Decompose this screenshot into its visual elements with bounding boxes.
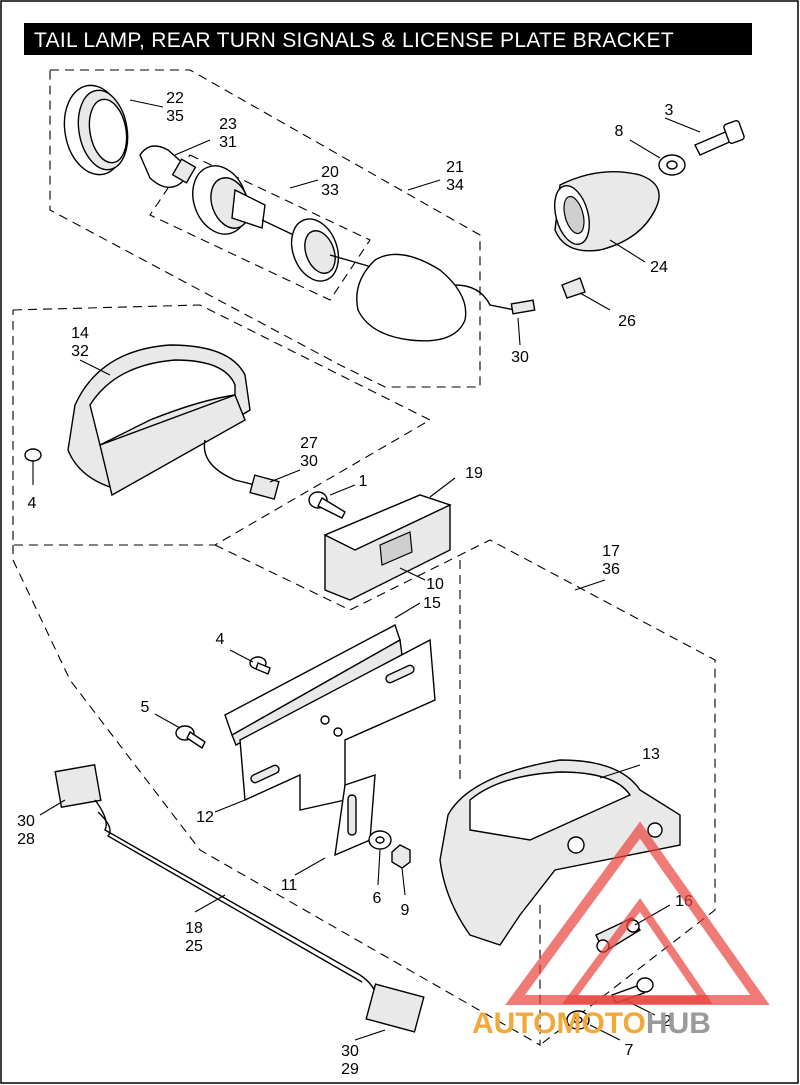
lens-ring-part [63, 84, 129, 176]
svg-text:30: 30 [511, 349, 529, 366]
callout-11: 11 [281, 877, 298, 894]
svg-text:21: 21 [446, 159, 464, 176]
svg-text:30: 30 [17, 813, 35, 830]
washer-7-part [566, 1010, 590, 1030]
svg-text:13: 13 [642, 746, 660, 763]
svg-text:6: 6 [373, 890, 382, 907]
svg-text:28: 28 [17, 831, 35, 848]
svg-text:34: 34 [446, 177, 464, 194]
svg-text:29: 29 [341, 1061, 359, 1078]
callout-5: 5 [141, 699, 150, 716]
callout-10: 10 [426, 576, 444, 593]
watermark-triangle-inner [562, 898, 713, 1004]
diagram-title: TAIL LAMP, REAR TURN SIGNALS & LICENSE P… [34, 29, 674, 52]
screw-4-mid-part [249, 656, 271, 675]
watermark-logo-text: AUTOMOTOHUB [472, 1007, 711, 1040]
svg-text:11: 11 [281, 877, 298, 894]
svg-text:36: 36 [602, 561, 620, 578]
svg-text:9: 9 [401, 902, 410, 919]
callout-13: 13 [642, 746, 660, 763]
screw-4-upper-part [24, 448, 42, 470]
callout-7: 7 [625, 1042, 634, 1059]
socket-part [192, 165, 376, 282]
callout-3: 3 [665, 102, 674, 119]
washer-6-part [368, 830, 392, 850]
svg-text:12: 12 [196, 809, 214, 826]
turn-signal-housing-part [356, 253, 536, 342]
svg-text:25: 25 [185, 938, 203, 955]
svg-text:26: 26 [618, 313, 636, 330]
callout-19: 19 [465, 465, 483, 482]
leader-lines [32, 99, 701, 1041]
washer-8-part [658, 154, 686, 176]
svg-text:7: 7 [625, 1042, 634, 1059]
screw-1-part [308, 491, 346, 519]
callout-12: 12 [196, 809, 214, 826]
callout-24: 24 [650, 259, 668, 276]
callout-8: 8 [615, 123, 624, 140]
svg-text:8: 8 [615, 123, 624, 140]
svg-text:32: 32 [71, 343, 89, 360]
group-outlines [12, 69, 716, 1046]
svg-text:2: 2 [663, 1013, 672, 1030]
svg-text:18: 18 [185, 920, 203, 937]
lamp-housing-13-part [439, 759, 681, 946]
svg-text:4: 4 [28, 495, 37, 512]
callout-6: 6 [373, 890, 382, 907]
callout-15: 15 [423, 595, 441, 612]
svg-text:23: 23 [219, 116, 237, 133]
screw-5-part [175, 725, 206, 750]
callout-4-mid: 4 [216, 631, 225, 648]
svg-text:19: 19 [465, 465, 483, 482]
connector-26-part [561, 277, 586, 299]
svg-text:14: 14 [71, 325, 89, 342]
screw-3-part [694, 120, 745, 156]
lamp-bracket-15-part [224, 623, 403, 746]
callout-4-upper: 4 [28, 495, 37, 512]
callout-26: 26 [618, 313, 636, 330]
svg-text:20: 20 [321, 164, 339, 181]
svg-text:10: 10 [426, 576, 444, 593]
svg-text:27: 27 [300, 435, 318, 452]
callout-2: 2 [663, 1013, 672, 1030]
callout-30-upper: 30 [511, 349, 529, 366]
svg-text:3: 3 [665, 102, 674, 119]
svg-text:22: 22 [166, 90, 184, 107]
automotohub-watermark: AUTOMOTOHUB [472, 821, 770, 1040]
title-bar [24, 23, 752, 55]
svg-text:30: 30 [341, 1043, 359, 1060]
svg-text:30: 30 [300, 453, 318, 470]
nut-9-part [391, 844, 411, 869]
svg-text:1: 1 [359, 473, 368, 490]
callout-9: 9 [401, 902, 410, 919]
svg-text:17: 17 [602, 543, 620, 560]
mount-block-part [323, 494, 452, 601]
bulb-part [139, 145, 197, 188]
svg-text:33: 33 [321, 182, 339, 199]
callout-1: 1 [359, 473, 368, 490]
tail-lamp-part [67, 344, 280, 500]
svg-text:4: 4 [216, 631, 225, 648]
svg-text:15: 15 [423, 595, 441, 612]
rear-turn-signal-part [554, 171, 660, 252]
svg-text:35: 35 [166, 108, 184, 125]
svg-text:5: 5 [141, 699, 150, 716]
wiring-harness-part [54, 763, 425, 1033]
svg-text:31: 31 [219, 134, 237, 151]
svg-text:24: 24 [650, 259, 668, 276]
